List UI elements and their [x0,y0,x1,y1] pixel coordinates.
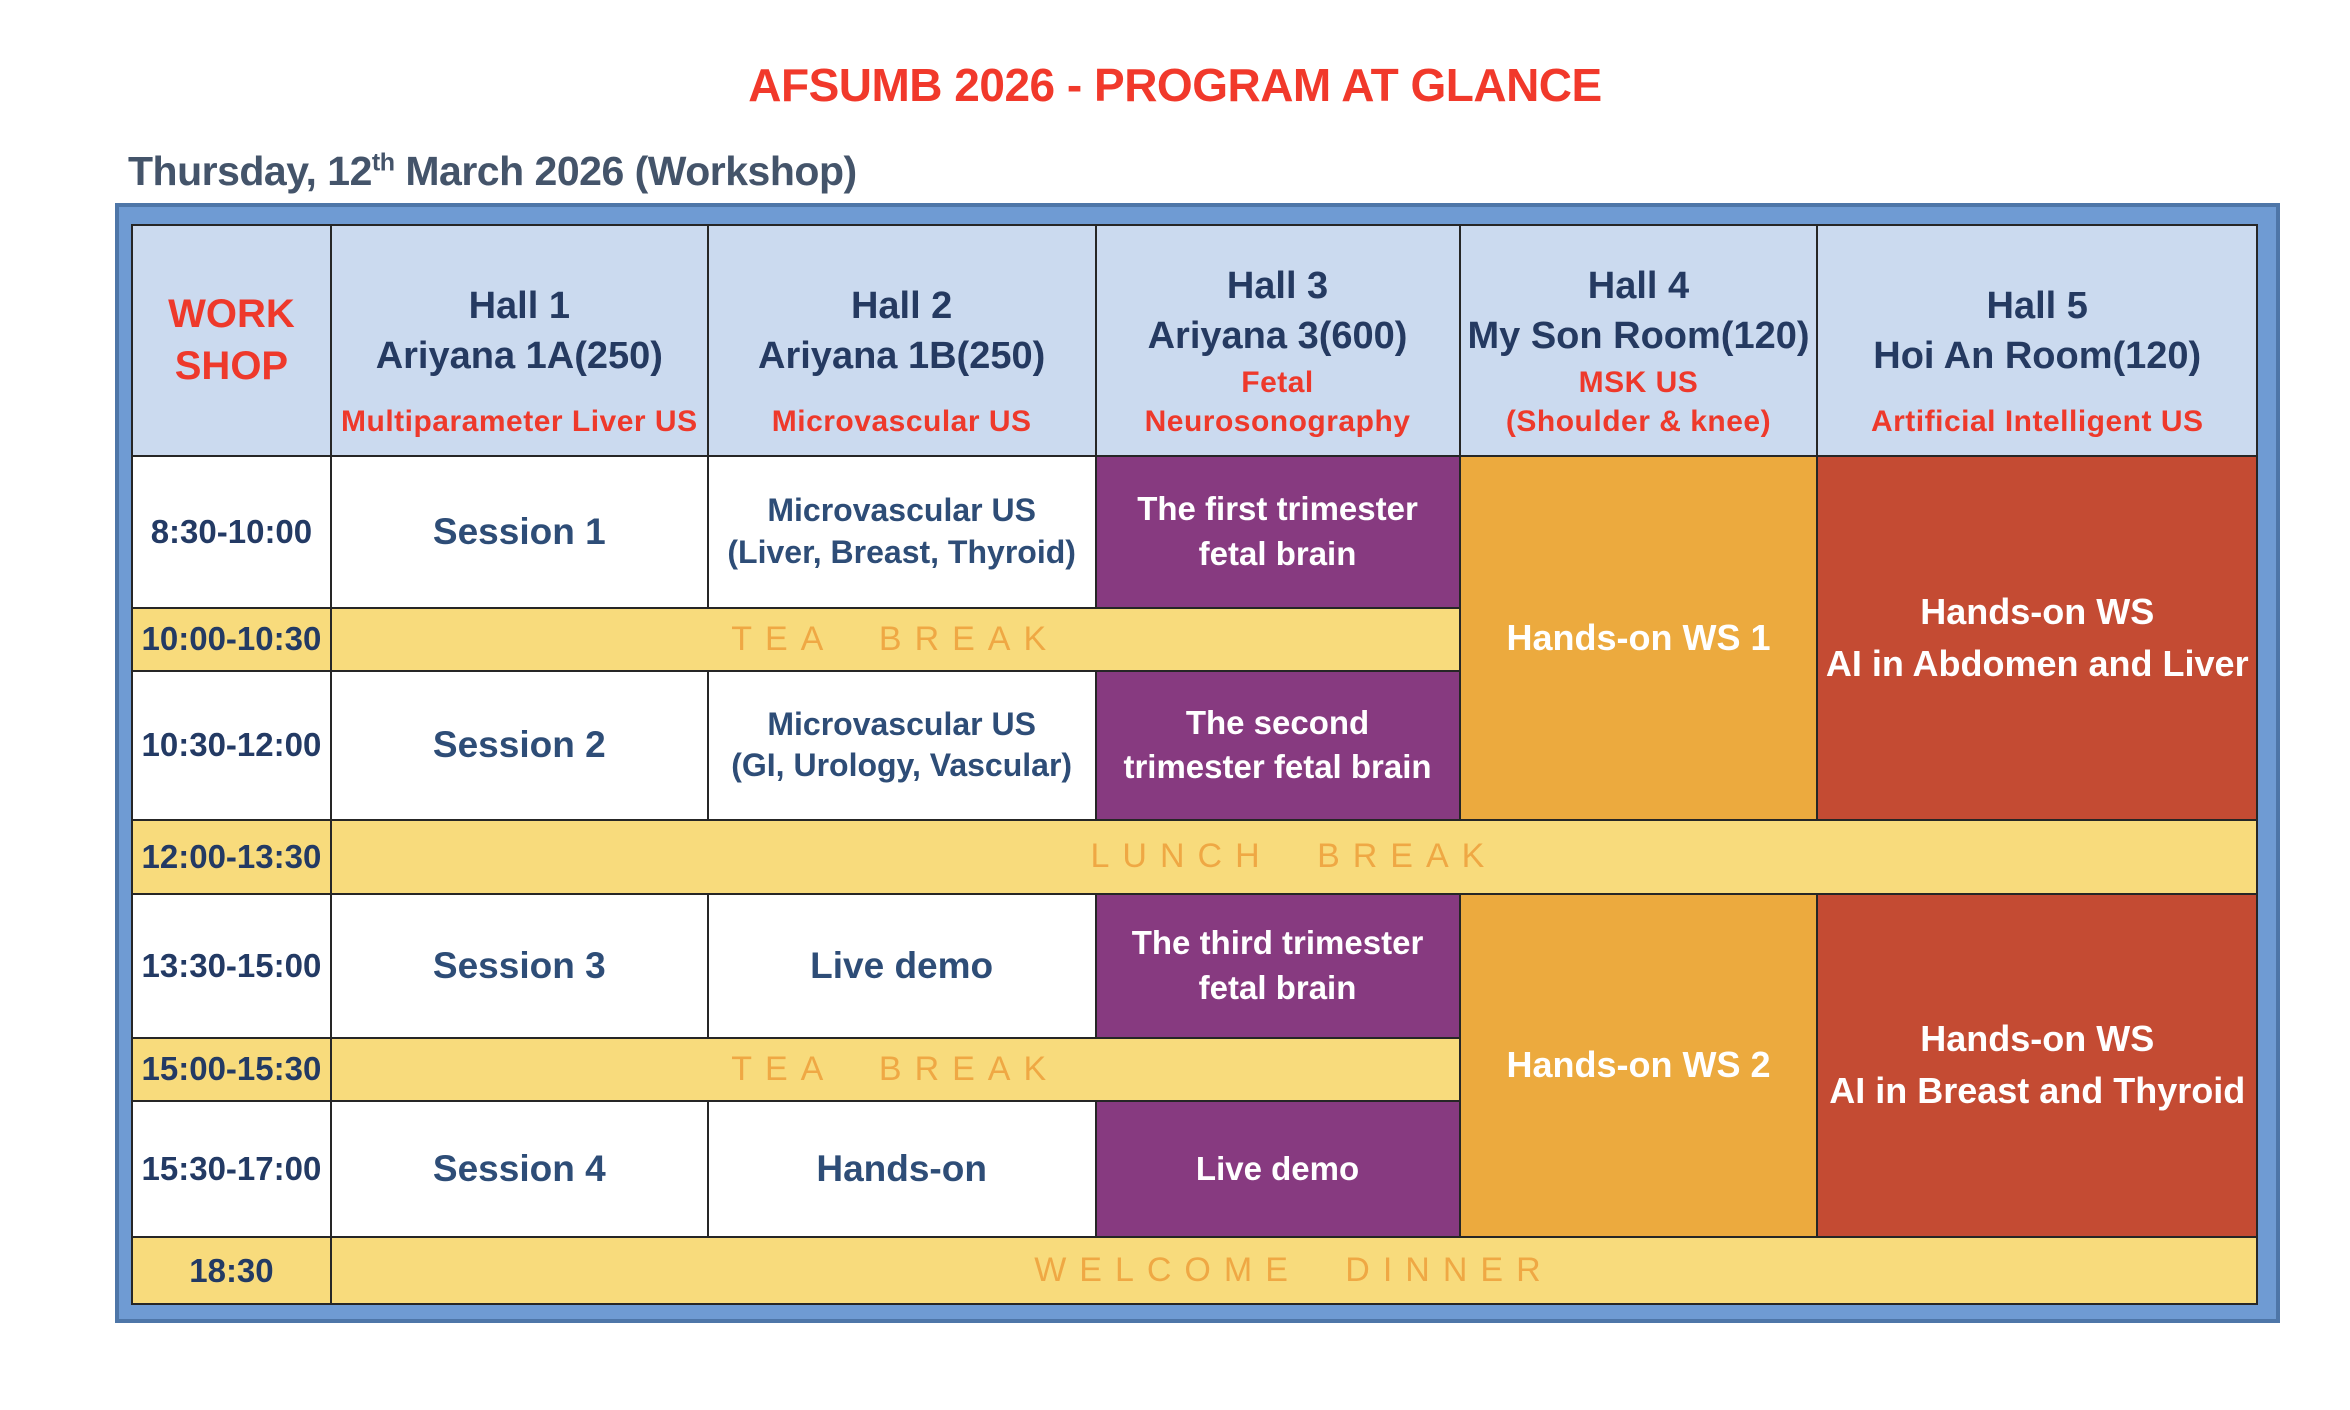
hall2-header: Hall 2 Ariyana 1B(250) Microvascular US [708,226,1095,455]
time-slot-1830: 18:30 [133,1238,330,1303]
cell-line2: (GI, Urology, Vascular) [731,747,1073,784]
cell-line1: Microvascular US [767,492,1036,529]
hall5-topic-line1: Artificial Intelligent US [1870,404,2204,438]
hall4-topic-line2: (Shoulder & knee) [1505,404,1772,438]
cell-line2: AI in Breast and Thyroid [1829,1070,2246,1112]
workshop-label-line2: SHOP [174,344,289,389]
date-suffix: March 2026 (Workshop) [394,148,857,194]
cell-line1: Hands-on WS [1920,590,2155,632]
time-slot-1000-1030: 10:00-10:30 [133,608,330,670]
schedule-table: WORK SHOP Hall 1 Ariyana 1A(250) Multipa… [131,224,2258,1305]
hall3-header: Hall 3 Ariyana 3(600) Fetal Neurosonogra… [1096,226,1459,455]
hall5-header: Hall 5 Hoi An Room(120) Artificial Intel… [1818,226,2256,455]
hall2-microvascular-am-cell: Microvascular US (Liver, Breast, Thyroid… [708,456,1095,607]
hall1-session1-cell: Session 1 [331,456,707,607]
tea-break-morning-band: TEA BREAK [331,608,1459,670]
hall3-third-trimester-cell: The third trimester fetal brain [1096,894,1459,1037]
hall3-room: Ariyana 3(600) [1147,315,1408,358]
welcome-dinner-band: WELCOME DINNER [331,1238,2256,1303]
hall1-name: Hall 1 [468,284,570,327]
hall2-name-room: Hall 2 Ariyana 1B(250) [758,260,1045,402]
hall2-microvascular-late-am-cell: Microvascular US (GI, Urology, Vascular) [708,671,1095,819]
hall2-topic-line1: Microvascular US [771,404,1032,438]
hall3-first-trimester-cell: The first trimester fetal brain [1096,456,1459,607]
hall3-name: Hall 3 [1226,265,1329,308]
hall4-room: My Son Room(120) [1467,315,1810,358]
time-slot-1500-1530: 15:00-15:30 [133,1038,330,1100]
cell-line1: The second [1185,703,1370,741]
time-slot-0830-1000: 8:30-10:00 [133,456,330,607]
hall2-name: Hall 2 [850,284,953,327]
cell-line2: trimester fetal brain [1123,748,1432,786]
time-slot-1030-1200: 10:30-12:00 [133,671,330,819]
date-ordinal-superscript: th [371,148,395,177]
hall5-topic: Artificial Intelligent US [1871,402,2204,441]
hall3-topic: Fetal Neurosonography [1145,363,1411,441]
hall5-name: Hall 5 [1986,284,2088,327]
date-prefix: Thursday, 12 [128,148,372,194]
time-slot-1200-1330: 12:00-13:30 [133,820,330,893]
date-heading: Thursday, 12th March 2026 (Workshop) [128,148,857,195]
workshop-label-line1: WORK [168,292,295,337]
hall2-hands-on-cell: Hands-on [708,1101,1095,1237]
hall3-second-trimester-cell: The second trimester fetal brain [1096,671,1459,819]
hall1-session3-cell: Session 3 [331,894,707,1037]
hall5-name-room: Hall 5 Hoi An Room(120) [1873,260,2201,402]
hall5-ai-breast-thyroid-cell: Hands-on WS AI in Breast and Thyroid [1818,894,2256,1237]
hall4-name-room: Hall 4 My Son Room(120) [1467,260,1809,363]
workshop-corner-header: WORK SHOP [133,226,330,455]
cell-line1: The first trimester [1137,490,1418,528]
cell-line1: The third trimester [1131,924,1424,962]
hall4-hands-on-ws2-cell: Hands-on WS 2 [1460,894,1817,1237]
page-title: AFSUMB 2026 - PROGRAM AT GLANCE [748,59,1602,111]
hall3-topic-line2: Neurosonography [1144,404,1411,438]
hall2-topic: Microvascular US [772,402,1032,441]
schedule-table-frame: WORK SHOP Hall 1 Ariyana 1A(250) Multipa… [115,203,2280,1323]
hall4-topic-line1: MSK US [1578,365,1699,399]
hall1-topic-line1: Multiparameter Liver US [341,404,698,438]
hall2-live-demo-cell: Live demo [708,894,1095,1037]
hall1-session4-cell: Session 4 [331,1101,707,1237]
hall4-header: Hall 4 My Son Room(120) MSK US (Shoulder… [1460,226,1817,455]
hall5-ai-abdomen-liver-cell: Hands-on WS AI in Abdomen and Liver [1818,456,2256,819]
tea-break-afternoon-band: TEA BREAK [331,1038,1459,1100]
hall1-name-room: Hall 1 Ariyana 1A(250) [376,260,663,402]
hall1-room: Ariyana 1A(250) [375,334,663,377]
cell-line1: Hands-on WS [1920,1018,2155,1060]
cell-line1: Microvascular US [767,705,1036,742]
hall3-live-demo-cell: Live demo [1096,1101,1459,1237]
lunch-break-band: LUNCH BREAK [331,820,2256,893]
hall4-name: Hall 4 [1587,265,1690,308]
hall3-name-room: Hall 3 Ariyana 3(600) [1148,260,1408,363]
cell-line2: fetal brain [1198,534,1357,572]
hall1-session2-cell: Session 2 [331,671,707,819]
cell-line2: (Liver, Breast, Thyroid) [727,533,1076,570]
hall4-hands-on-ws1-cell: Hands-on WS 1 [1460,456,1817,819]
time-slot-1530-1700: 15:30-17:00 [133,1101,330,1237]
time-slot-1330-1500: 13:30-15:00 [133,894,330,1037]
hall3-topic-line1: Fetal [1241,365,1314,399]
hall1-header: Hall 1 Ariyana 1A(250) Multiparameter Li… [331,226,707,455]
hall5-room: Hoi An Room(120) [1873,334,2202,377]
cell-line2: AI in Abdomen and Liver [1825,642,2249,684]
cell-line2: fetal brain [1198,968,1357,1006]
hall2-room: Ariyana 1B(250) [758,334,1046,377]
hall4-topic: MSK US (Shoulder & knee) [1506,363,1771,441]
hall1-topic: Multiparameter Liver US [341,402,698,441]
